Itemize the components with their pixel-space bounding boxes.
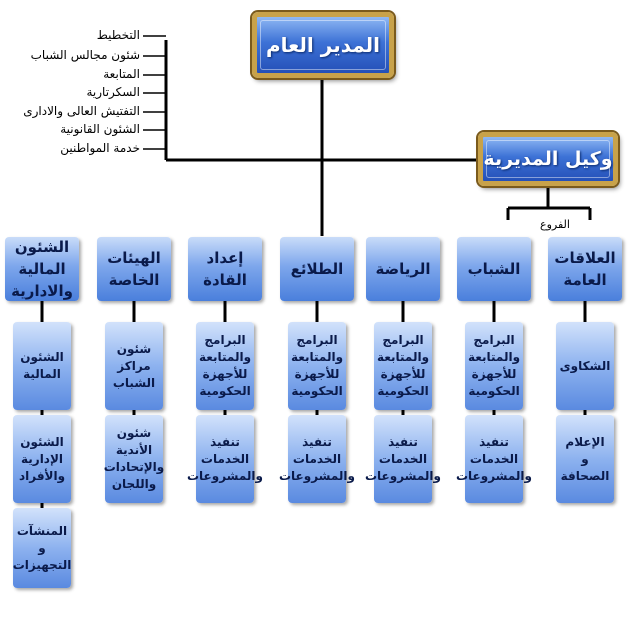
sub-department-0-1: الإعلام و الصحافة [556,415,614,503]
sub-department-6-2: المنشآت و التجهيزات [13,508,71,588]
sub-department-4-0: البرامج والمتابعة للأجهزة الحكومية [196,322,254,410]
department-head-5: الهيئات الخاصة [97,237,171,301]
department-head-2: الرياضة [366,237,440,301]
sub-department-0-0: الشكاوى [556,322,614,410]
sub-department-5-0: شئون مراكز الشباب [105,322,163,410]
department-head-1: الشباب [457,237,531,301]
sub-department-2-0: البرامج والمتابعة للأجهزة الحكومية [374,322,432,410]
side-item-youth-councils: شئون مجالس الشباب [30,48,140,62]
sub-department-5-1: شئون الأندية والإتحادات واللجان [104,415,164,503]
department-head-0: العلاقات العامة [548,237,622,301]
sub-department-6-1: الشئون الإدارية والأفراد [13,415,71,503]
side-item-followup: المتابعة [103,67,140,81]
sub-department-6-0: الشئون المالية [13,322,71,410]
department-head-3: الطلائع [280,237,354,301]
department-head-4: إعداد القادة [188,237,262,301]
general-manager-box: المدير العام [252,12,394,78]
side-item-planning: التخطيط [96,28,140,42]
sub-department-3-1: تنفيذ الخدمات والمشروعات [279,415,355,503]
sub-department-1-0: البرامج والمتابعة للأجهزة الحكومية [465,322,523,410]
side-item-inspection: التفتيش العالى والادارى [23,104,140,118]
side-item-secretariat: السكرتارية [86,85,140,99]
deputy-label: وكيل المديرية [483,148,613,170]
sub-department-3-0: البرامج والمتابعة للأجهزة الحكومية [288,322,346,410]
side-item-legal: الشئون القانونية [60,122,140,136]
branches-label: الفروع [535,218,575,231]
general-manager-label: المدير العام [265,33,381,57]
sub-department-2-1: تنفيذ الخدمات والمشروعات [365,415,441,503]
sub-department-1-1: تنفيذ الخدمات والمشروعات [456,415,532,503]
sub-department-4-1: تنفيذ الخدمات والمشروعات [187,415,263,503]
deputy-box: وكيل المديرية [478,132,618,186]
side-item-citizen-service: خدمة المواطنين [60,141,140,155]
department-head-6: الشئون المالية والادارية [5,237,79,301]
